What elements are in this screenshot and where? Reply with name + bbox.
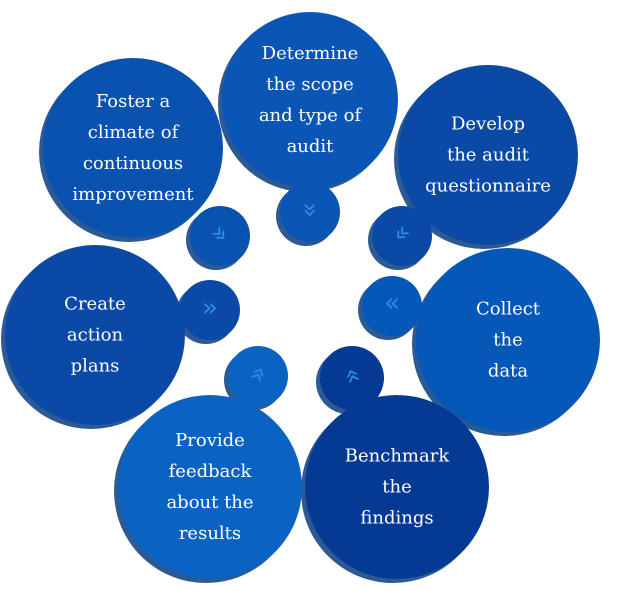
step-foster-knob <box>190 206 250 266</box>
step-create-circle <box>5 245 185 425</box>
step-determine-circle <box>222 12 398 188</box>
label-line: the audit <box>446 144 530 166</box>
label-line: and type of <box>258 105 362 126</box>
label-line: feedback <box>168 461 252 482</box>
step-create-label: Create action plans <box>10 289 180 382</box>
label-line: the scope <box>266 74 354 95</box>
double-chevron-icon: » <box>295 202 325 218</box>
label-line: improvement <box>72 184 194 205</box>
step-collect-circle <box>416 248 600 432</box>
label-line: Benchmark <box>344 445 450 467</box>
step-benchmark-label: Benchmark the findings <box>312 441 482 534</box>
step-develop-circle <box>398 65 578 245</box>
label-line: climate of <box>87 122 179 143</box>
step-benchmark-knob <box>320 346 384 410</box>
label-line: continuous <box>82 153 184 174</box>
label-line: Foster a <box>95 91 171 112</box>
step-create-knob <box>180 280 240 340</box>
step-foster-circle <box>43 58 223 238</box>
label-line: action <box>66 324 124 346</box>
label-line: Determine <box>261 43 359 64</box>
label-line: plans <box>70 355 120 377</box>
label-line: Collect <box>475 298 541 320</box>
label-line: the <box>493 329 523 351</box>
label-line: data <box>487 360 529 382</box>
step-foster-label: Foster a climate of continuous improvement <box>48 86 218 210</box>
label-line: results <box>178 523 242 544</box>
label-line: findings <box>360 507 434 529</box>
label-line: about the <box>166 492 254 513</box>
label-line: audit <box>286 136 334 157</box>
label-line: questionnaire <box>425 175 551 197</box>
step-collect-label: Collect the data <box>423 294 593 387</box>
double-chevron-icon: » <box>202 293 218 323</box>
step-provide-circle <box>118 395 302 579</box>
label-line: Provide <box>175 430 245 451</box>
step-develop-label: Develop the audit questionnaire <box>403 109 573 202</box>
step-provide-label: Provide feedback about the results <box>125 425 295 549</box>
label-line: Create <box>64 293 126 315</box>
step-provide-knob <box>228 346 288 406</box>
label-line: Develop <box>450 113 526 135</box>
label-line: the <box>382 476 412 498</box>
step-collect-knob <box>362 276 422 336</box>
step-develop-knob <box>372 206 432 266</box>
step-benchmark-circle <box>305 395 489 579</box>
step-determine-label: Determine the scope and type of audit <box>225 38 395 162</box>
step-determine-knob <box>280 182 340 242</box>
double-chevron-icon: » <box>384 289 400 319</box>
